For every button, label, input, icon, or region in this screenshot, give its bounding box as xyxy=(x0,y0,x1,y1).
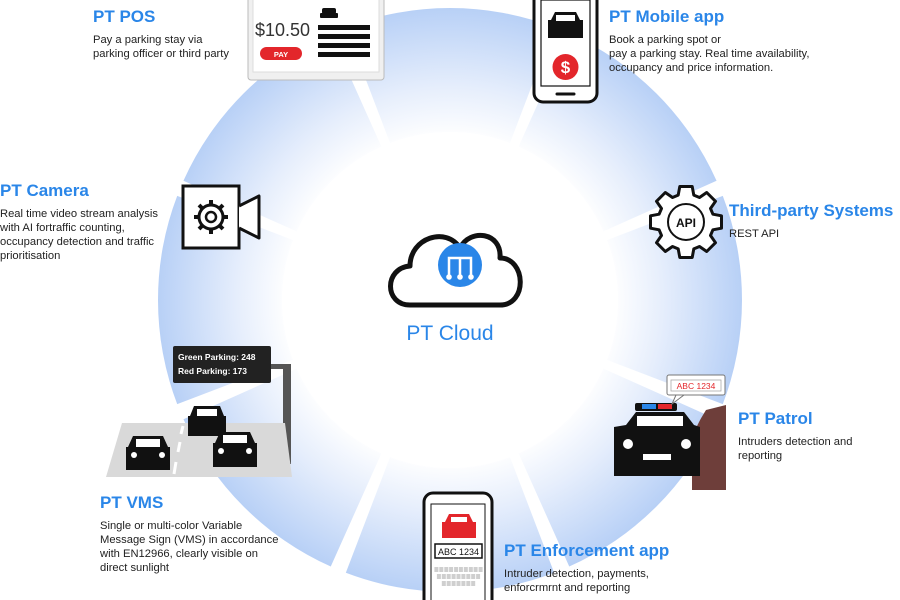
keypad-key xyxy=(451,581,456,586)
node-title: PT VMS xyxy=(100,493,164,512)
vms-line-red: Red Parking: 173 xyxy=(178,366,247,376)
node-pos: PT POS Pay a parking stay via parking off… xyxy=(93,7,253,61)
car-icon xyxy=(213,432,257,467)
keypad-key xyxy=(476,574,481,579)
keypad-key xyxy=(461,581,466,586)
desc-line: with AI fortraffic counting, xyxy=(0,222,125,234)
pay-button[interactable] xyxy=(260,47,302,60)
keypad-key xyxy=(466,574,471,579)
keypad-key xyxy=(463,567,468,572)
police-car-icon: ABC 1234 xyxy=(614,374,726,490)
keypad-key xyxy=(466,581,471,586)
keypad-key xyxy=(436,574,441,579)
desc-line: Message Sign (VMS) in accordance xyxy=(100,534,279,546)
node-third-party: Third-party Systems REST API xyxy=(729,201,899,241)
desc-line: parking officer or third party xyxy=(93,48,229,60)
desc-line: enforcrmrnt and reporting xyxy=(504,582,631,594)
keypad-key xyxy=(451,574,456,579)
desc-line: Single or multi-color Variable xyxy=(100,520,243,532)
gear-outline xyxy=(649,185,723,259)
desc-line: with EN12966, clearly visible on xyxy=(100,548,258,560)
enforcement-plate: ABC 1234 xyxy=(438,547,479,557)
node-mobile: PT Mobile app Book a parking spot or pay … xyxy=(609,7,869,75)
ring-segment xyxy=(183,33,382,232)
desc-line: Book a parking spot or xyxy=(609,34,721,46)
keypad-key xyxy=(439,567,444,572)
keypad-key xyxy=(458,567,463,572)
keypad-key xyxy=(454,567,459,572)
desc-line: pay a parking stay. Real time availabili… xyxy=(609,48,810,60)
desc-line: Intruder detection, payments, xyxy=(504,568,649,580)
keypad-key xyxy=(456,574,461,579)
node-title: PT Patrol xyxy=(738,409,813,428)
cloud-network-icon xyxy=(388,232,523,308)
keypad-key xyxy=(444,567,449,572)
keypad-key xyxy=(473,567,478,572)
enforcement-phone-icon: ABC 1234 xyxy=(422,491,494,600)
keypad-key xyxy=(471,581,476,586)
keypad-key xyxy=(441,581,446,586)
keypad-key xyxy=(456,581,461,586)
node-patrol: PT Patrol Intruders detection and reporti… xyxy=(738,409,898,463)
desc-line: prioritisation xyxy=(0,250,61,262)
node-camera: PT Camera Real time video stream analysi… xyxy=(0,181,178,263)
patrol-plate: ABC 1234 xyxy=(677,381,716,391)
node-title: PT Mobile app xyxy=(609,7,725,26)
keypad-key xyxy=(446,581,451,586)
ring-segment xyxy=(345,8,555,144)
video-camera-icon xyxy=(181,184,261,250)
smartphone-icon: $ xyxy=(532,0,599,104)
pay-button-label: PAY xyxy=(274,50,288,59)
car-icon xyxy=(126,436,170,470)
desc-line: Real time video stream analysis xyxy=(0,208,158,220)
keypad-key xyxy=(461,574,466,579)
desc-line: reporting xyxy=(738,450,783,462)
keypad-key xyxy=(434,567,439,572)
desc-line: occupancy and price information. xyxy=(609,62,774,74)
node-title: PT Enforcement app xyxy=(504,541,670,560)
desc-line: REST API xyxy=(729,228,780,240)
pos-price: $10.50 xyxy=(255,20,310,40)
desc-line: occupancy detection and traffic xyxy=(0,236,155,248)
svg-text:$: $ xyxy=(561,58,571,77)
keypad-key xyxy=(449,567,454,572)
api-gear-icon: API xyxy=(649,185,723,259)
center-label: PT Cloud xyxy=(406,322,494,345)
api-label: API xyxy=(676,216,696,230)
car-icon xyxy=(188,406,226,436)
vms-line-green: Green Parking: 248 xyxy=(178,352,256,362)
keypad-key xyxy=(478,567,483,572)
vms-sign-icon: Green Parking: 248 Red Parking: 173 xyxy=(106,346,292,477)
desc-line: direct sunlight xyxy=(100,562,170,574)
keypad-key xyxy=(441,574,446,579)
node-title: PT POS xyxy=(93,7,156,26)
node-title: PT Camera xyxy=(0,181,89,200)
node-enforcement: PT Enforcement app Intruder detection, p… xyxy=(504,541,704,595)
pos-terminal-icon: $10.50 PAY xyxy=(247,0,385,81)
keypad-key xyxy=(471,574,476,579)
keypad-key xyxy=(468,567,473,572)
node-title: Third-party Systems xyxy=(729,201,894,220)
desc-line: Pay a parking stay via xyxy=(93,34,203,46)
desc-line: Intruders detection and xyxy=(738,436,853,448)
keypad-key xyxy=(446,574,451,579)
